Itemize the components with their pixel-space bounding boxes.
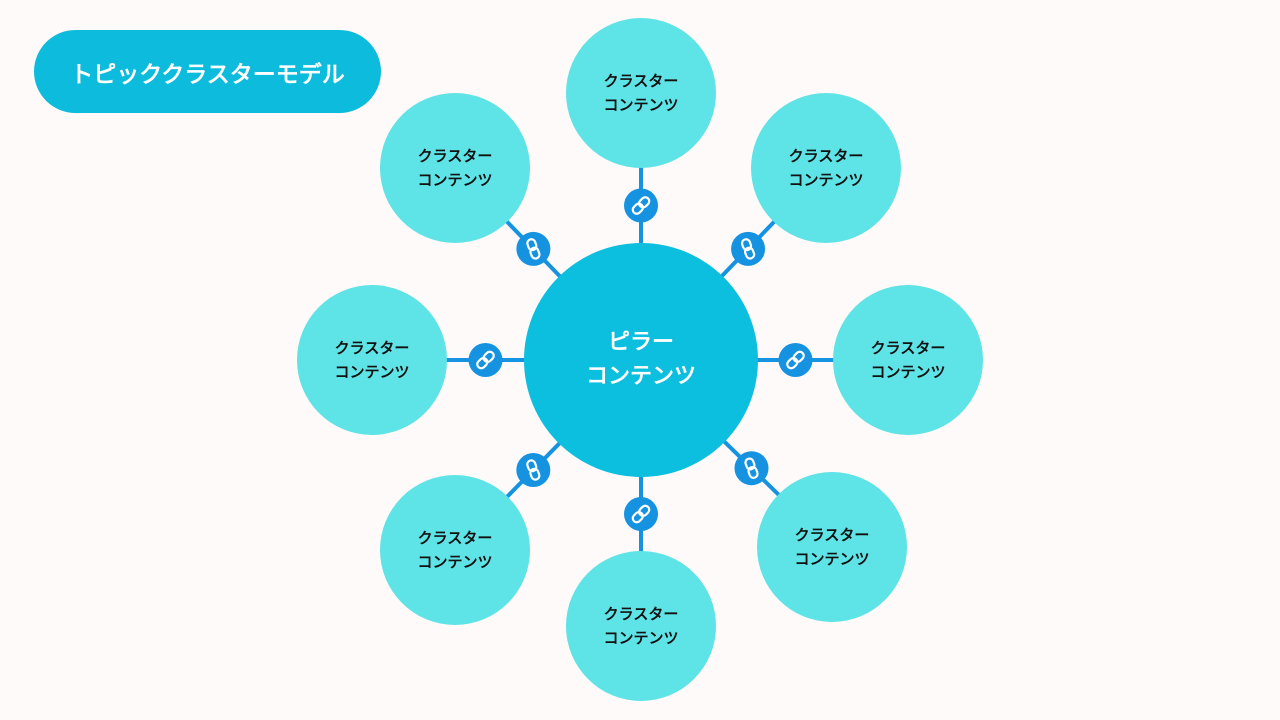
cluster-content-node: クラスターコンテンツ xyxy=(566,551,716,701)
cluster-content-node: クラスターコンテンツ xyxy=(297,285,447,435)
cluster-line1: クラスター xyxy=(334,339,410,357)
pillar-line1: ピラー xyxy=(607,330,674,355)
cluster-line2: コンテンツ xyxy=(788,171,864,189)
cluster-line2: コンテンツ xyxy=(603,629,679,647)
link-icon xyxy=(731,231,766,266)
pillar-line2: コンテンツ xyxy=(585,364,696,389)
cluster-line1: クラスター xyxy=(417,147,493,165)
link-icon xyxy=(516,453,551,488)
cluster-line1: クラスター xyxy=(794,526,870,544)
cluster-line2: コンテンツ xyxy=(794,550,870,568)
cluster-content-node: クラスターコンテンツ xyxy=(757,472,907,622)
cluster-content-node: クラスターコンテンツ xyxy=(380,475,530,625)
cluster-content-node: クラスターコンテンツ xyxy=(380,93,530,243)
cluster-line2: コンテンツ xyxy=(603,96,679,114)
cluster-content-node: クラスターコンテンツ xyxy=(833,285,983,435)
link-icon xyxy=(516,231,551,266)
cluster-line2: コンテンツ xyxy=(334,363,410,381)
diagram-title: トピッククラスターモデル xyxy=(34,30,381,113)
link-icon xyxy=(778,343,813,377)
cluster-line2: コンテンツ xyxy=(870,363,946,381)
cluster-line1: クラスター xyxy=(788,147,864,165)
link-icon xyxy=(624,497,658,531)
pillar-content-node: ピラーコンテンツ xyxy=(524,243,758,477)
link-icon xyxy=(468,343,503,377)
cluster-line1: クラスター xyxy=(603,72,679,90)
link-icon xyxy=(734,451,769,486)
cluster-line2: コンテンツ xyxy=(417,553,493,571)
cluster-line1: クラスター xyxy=(603,605,679,623)
cluster-content-node: クラスターコンテンツ xyxy=(566,18,716,168)
cluster-content-node: クラスターコンテンツ xyxy=(751,93,901,243)
link-icon xyxy=(624,188,658,223)
cluster-line1: クラスター xyxy=(417,529,493,547)
cluster-line2: コンテンツ xyxy=(417,171,493,189)
cluster-line1: クラスター xyxy=(870,339,946,357)
